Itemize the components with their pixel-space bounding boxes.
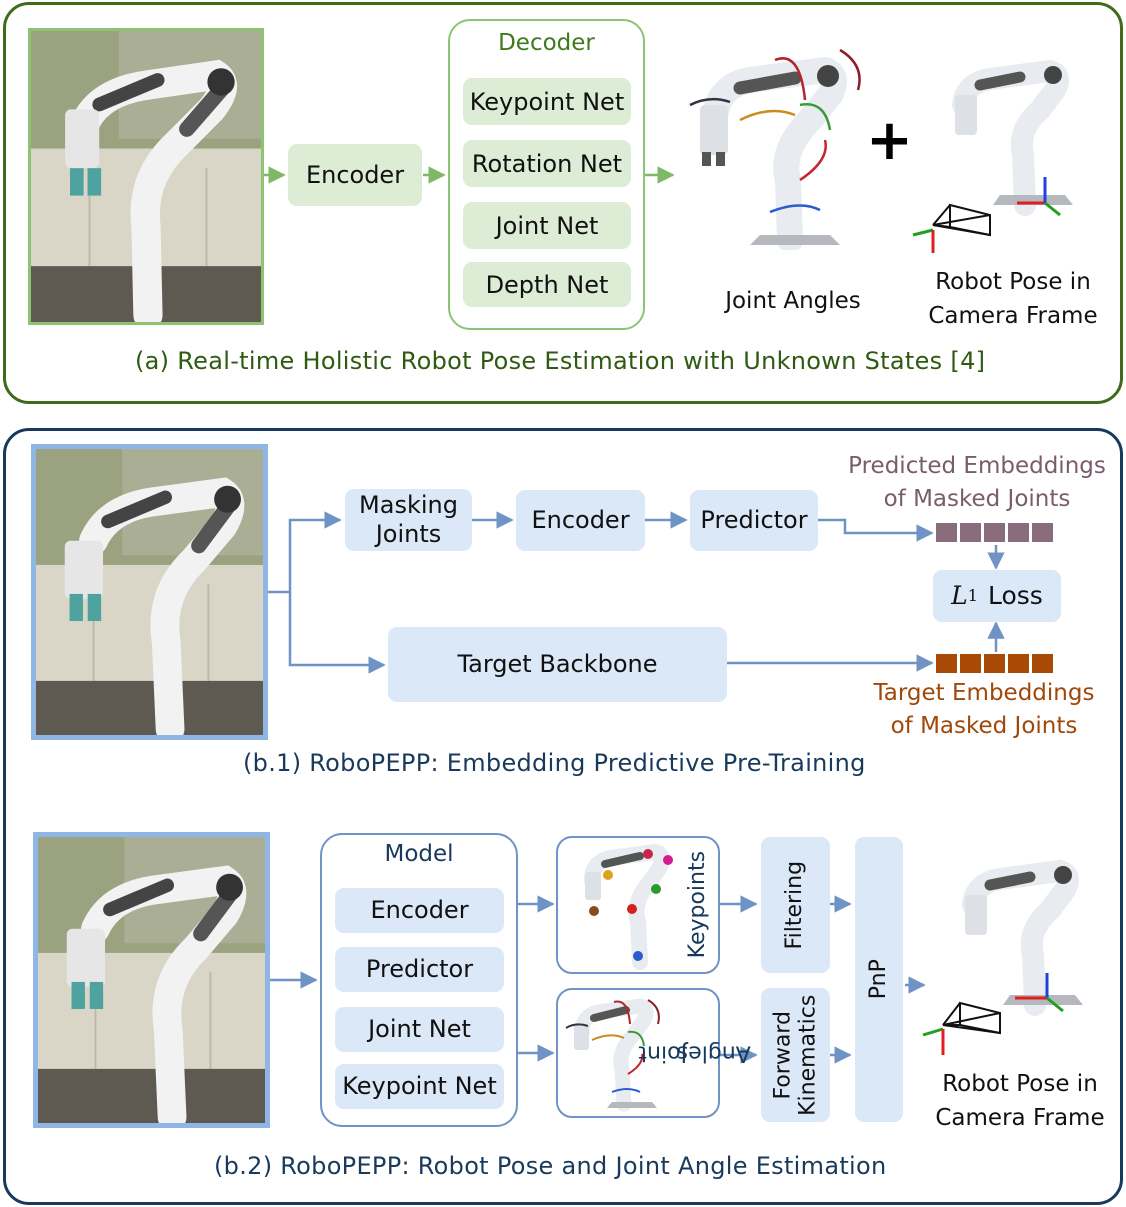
panel-b-frame	[3, 428, 1123, 1205]
joint-net-box-a: Joint Net	[463, 202, 631, 249]
masking-joints-box: Masking Joints	[345, 489, 472, 551]
predicted-embedding-cell	[960, 523, 981, 542]
predicted-embeddings-blocks	[936, 523, 1053, 542]
pnp-box: PnP	[855, 837, 903, 1122]
predicted-embeddings-label: Predicted Embeddings of Masked Joints	[846, 450, 1108, 517]
caption-b1: (b.1) RoboPEPP: Embedding Predictive Pre…	[243, 749, 866, 777]
keypoint-net-box-a: Keypoint Net	[463, 78, 631, 125]
depth-net-box: Depth Net	[463, 262, 631, 307]
keypoints-label-text: Keypoints	[685, 851, 711, 959]
keypoints-label: Keypoints	[676, 840, 720, 970]
robot-pose-label-b2-line2: Camera Frame	[935, 1105, 1105, 1131]
target-embedding-cell	[960, 654, 981, 673]
robot-photo-b2	[33, 832, 270, 1128]
predicted-embedding-cell	[1032, 523, 1053, 542]
encoder-box-a: Encoder	[288, 144, 422, 206]
pnp-label: PnP	[865, 959, 891, 1000]
keypoints-robot-illustration	[584, 843, 673, 970]
target-embeddings-label: Target Embeddings of Masked Joints	[860, 677, 1108, 744]
joint-angles-label-a: Joint Angles	[725, 288, 861, 314]
decoder-container	[448, 19, 645, 330]
model-title: Model	[384, 841, 454, 867]
loss-word: Loss	[987, 581, 1043, 610]
target-embedding-cell	[1008, 654, 1029, 673]
caption-b2: (b.2) RoboPEPP: Robot Pose and Joint Ang…	[214, 1152, 887, 1180]
rotation-net-box: Rotation Net	[463, 140, 631, 187]
panel-a-frame	[3, 2, 1123, 404]
predicted-embedding-cell	[936, 523, 957, 542]
robot-photo-a	[28, 28, 264, 325]
loss-subscript: 1	[967, 586, 978, 606]
filtering-box: Filtering	[761, 837, 830, 973]
target-embedding-cell	[936, 654, 957, 673]
target-embedding-cell	[984, 654, 1005, 673]
predictor-box-b2: Predictor	[335, 947, 504, 992]
model-container	[320, 833, 518, 1127]
loss-symbol: L	[951, 581, 968, 610]
predicted-embeddings-line2: of Masked Joints	[883, 486, 1071, 513]
keypoint-net-box-b2: Keypoint Net	[335, 1064, 504, 1109]
joint-angles-robot-illustration-b2	[565, 998, 660, 1112]
joint-angles-line2: Angles	[676, 1040, 751, 1066]
robot-pose-illustration-a	[912, 59, 1073, 253]
fk-line2: Kinematics	[795, 994, 821, 1116]
predicted-embeddings-line1: Predicted Embeddings	[848, 453, 1106, 479]
fk-line1: Forward	[770, 1010, 796, 1100]
predictor-box-b1: Predictor	[690, 490, 818, 551]
encoder-box-b1: Encoder	[516, 490, 645, 551]
robot-pose-label-b2-line1: Robot Pose in	[942, 1071, 1098, 1097]
target-backbone-box: Target Backbone	[388, 627, 727, 702]
robot-pose-label-a-line2: Camera Frame	[928, 303, 1098, 329]
filtering-label: Filtering	[782, 860, 808, 950]
predicted-embedding-cell	[1008, 523, 1029, 542]
robot-photo-b1	[31, 444, 268, 740]
robot-pose-illustration-b2	[922, 859, 1083, 1055]
robot-pose-label-a-line1: Robot Pose in	[935, 269, 1091, 295]
target-embeddings-blocks	[936, 654, 1053, 673]
target-embeddings-line2: of Masked Joints	[890, 713, 1078, 740]
joint-angles-card	[556, 988, 720, 1118]
target-embedding-cell	[1032, 654, 1053, 673]
predicted-embedding-cell	[984, 523, 1005, 542]
masking-joints-line1: Masking	[359, 491, 458, 520]
plus-symbol: +	[866, 108, 913, 173]
joint-angles-robot-illustration	[689, 48, 861, 250]
keypoints-card	[556, 836, 720, 974]
caption-a: (a) Real-time Holistic Robot Pose Estima…	[135, 347, 986, 375]
masking-joints-line2: Joints	[375, 520, 442, 548]
decoder-title: Decoder	[498, 30, 595, 56]
target-embeddings-line1: Target Embeddings	[873, 680, 1095, 706]
joint-net-box-b2: Joint Net	[335, 1007, 504, 1052]
encoder-box-b2: Encoder	[335, 888, 504, 933]
